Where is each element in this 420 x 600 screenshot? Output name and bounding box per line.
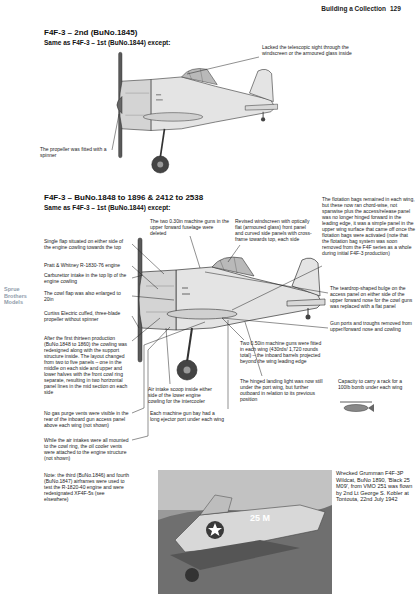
callout-text: While the air intakes were all mounted t… bbox=[44, 437, 130, 461]
callout-text: Gun ports and troughs removed from upper… bbox=[330, 320, 414, 332]
photograph bbox=[158, 470, 332, 594]
callout-text: Lacked the telescopic sight through the … bbox=[262, 44, 372, 56]
callout-text: Single flap situated on either side of t… bbox=[44, 238, 130, 250]
callout-text: The propeller was fitted with a spinner bbox=[40, 146, 110, 158]
callout-text: The two 0.30in machine guns in the upper… bbox=[150, 218, 230, 236]
section-heading: F4F-3 – BuNo.1848 to 1896 & 2412 to 2538 bbox=[44, 193, 294, 203]
callout-text: Capacity to carry a rack for a 100lb bom… bbox=[338, 378, 410, 390]
page-number: 129 bbox=[390, 5, 414, 13]
callout-text: The hinged landing light was now still u… bbox=[240, 378, 324, 402]
callout-text: Carburettor intake in the top lip of the… bbox=[44, 272, 130, 284]
leader-lines bbox=[132, 236, 328, 440]
photo-caption: Wrecked Grumman F4F-3P Wildcat, BuNo 189… bbox=[336, 470, 414, 503]
aircraft-side-view bbox=[119, 52, 278, 173]
section-subheading: Same as F4F-3 – 1st (BuNo.1844) except: bbox=[44, 39, 264, 47]
callout-text: After the first thirteen production (BuN… bbox=[44, 335, 130, 395]
callout-text: Two 0.50in machine guns were fitted in e… bbox=[240, 340, 322, 364]
leader-lines bbox=[112, 57, 259, 150]
aircraft-code: 25 M bbox=[250, 513, 290, 524]
callout-text: Revised windscreen with optically flat (… bbox=[235, 218, 313, 242]
bomb-symbol bbox=[340, 402, 374, 412]
callout-text: No gas purge vents were visible in the r… bbox=[44, 410, 130, 428]
callout-text: The cowl flap was also enlarged to 20in bbox=[44, 290, 130, 302]
callout-text: Each machine gun bay had a long ejector … bbox=[150, 410, 224, 422]
callout-text: Curtiss Electric cuffed, three-blade pro… bbox=[44, 310, 130, 322]
callout-text: The teardrop-shaped bulge on the access … bbox=[330, 285, 414, 309]
aircraft-side-view bbox=[138, 238, 325, 380]
callout-text: Air intake scoop inside either side of t… bbox=[148, 386, 212, 404]
note-text: Note: the third (BuNo.1846) and fourth (… bbox=[44, 472, 130, 502]
section-subheading: Same as F4F-3 – 1st (BuNo.1844) except: bbox=[44, 204, 264, 212]
running-head: Building a Collection bbox=[296, 5, 386, 13]
callout-text: The flotation bags remained in each wing… bbox=[322, 196, 416, 256]
callout-text: Pratt & Whitney R-1830-76 engine bbox=[44, 262, 130, 268]
watermark: Sprue Brothers Models bbox=[4, 286, 40, 306]
propeller-spinner bbox=[117, 97, 122, 114]
section-heading: F4F-3 – 2nd (BuNo.1845) bbox=[44, 28, 264, 38]
